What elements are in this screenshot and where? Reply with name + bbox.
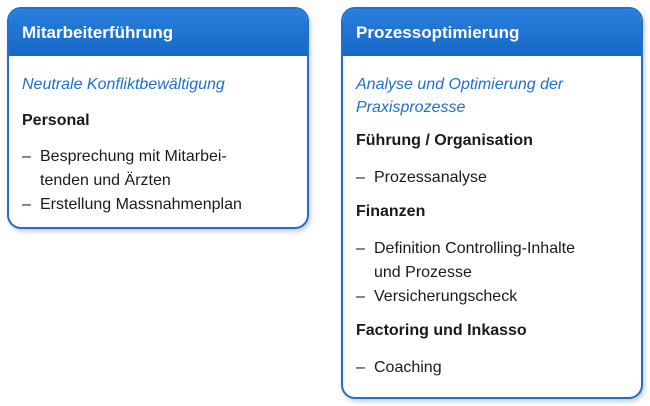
card-body: Neutrale Konfliktbewältigung Personal – … xyxy=(9,57,307,217)
list-item: – Erstellung Massnahmenplan xyxy=(22,193,297,217)
dash-bullet-icon: – xyxy=(356,169,365,186)
card-mitarbeiterfuehrung: Mitarbeiterführung Neutrale Konfliktbewä… xyxy=(7,7,309,229)
list-item-text: Coaching xyxy=(374,359,442,376)
section-title-personal: Personal xyxy=(22,112,90,129)
section-title-finanzen: Finanzen xyxy=(356,203,426,220)
list-item: – Prozessanalyse xyxy=(356,166,631,190)
item-list: – Prozessanalyse xyxy=(356,166,631,190)
card-header: Prozessoptimierung xyxy=(343,9,641,57)
card-subtitle: Neutrale Konfliktbewältigung xyxy=(22,76,225,93)
list-item-text: Erstellung Massnahmenplan xyxy=(40,196,242,213)
dash-bullet-icon: – xyxy=(22,196,31,213)
list-item-text: Besprechung mit Mitarbei-tenden und Ärzt… xyxy=(40,148,227,189)
card-header: Mitarbeiterführung xyxy=(9,9,307,57)
section-title-fuehrung-organisation: Führung / Organisation xyxy=(356,132,533,149)
dash-bullet-icon: – xyxy=(356,288,365,305)
card-prozessoptimierung: Prozessoptimierung Analyse und Optimieru… xyxy=(341,7,643,399)
section-title-factoring-inkasso: Factoring und Inkasso xyxy=(356,322,527,339)
item-list: – Coaching xyxy=(356,356,631,380)
list-item: – Coaching xyxy=(356,356,631,380)
list-item: – Besprechung mit Mitarbei-tenden und Är… xyxy=(22,145,297,193)
list-item-text: Versicherungscheck xyxy=(374,288,518,305)
dash-bullet-icon: – xyxy=(356,240,365,257)
list-item-text: Prozessanalyse xyxy=(374,169,487,186)
item-list: – Besprechung mit Mitarbei-tenden und Är… xyxy=(22,145,297,217)
dash-bullet-icon: – xyxy=(356,359,365,376)
dash-bullet-icon: – xyxy=(22,148,31,165)
list-item: – Versicherungscheck xyxy=(356,285,631,309)
